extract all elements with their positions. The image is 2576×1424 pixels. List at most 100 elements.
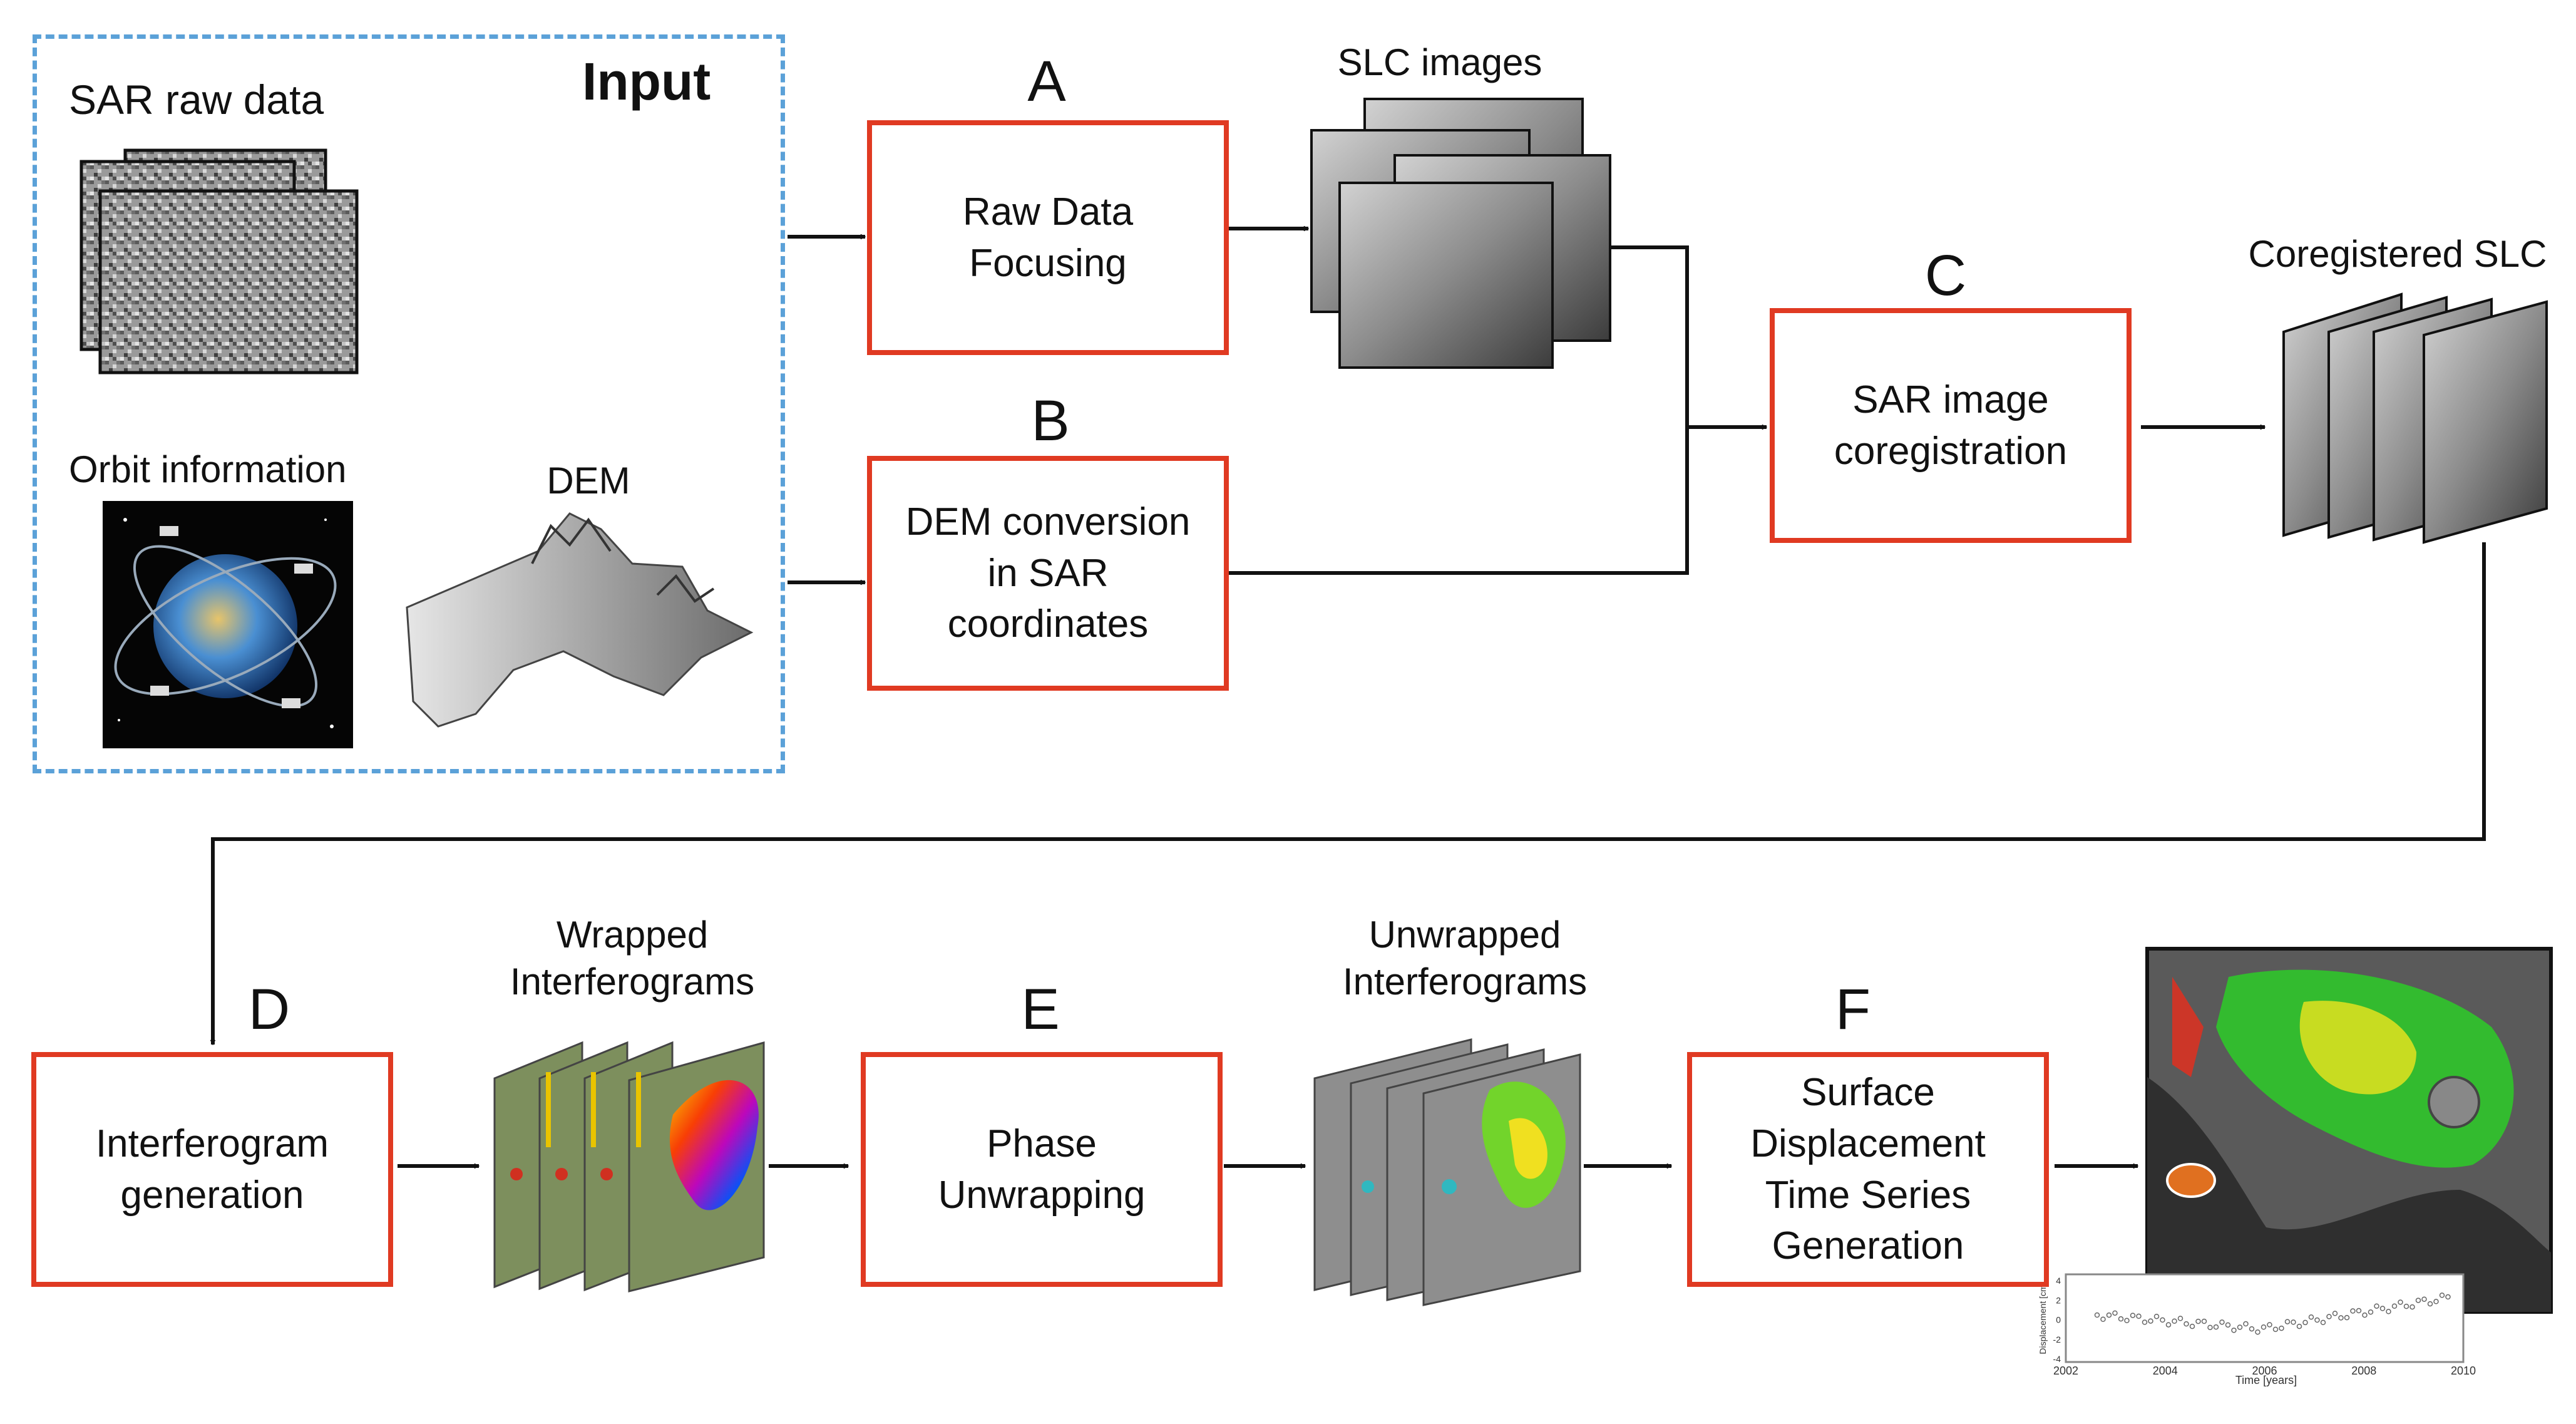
step-box-dem-conversion: DEM conversion in SAR coordinates bbox=[867, 456, 1229, 691]
unwrapped-interferograms-stack bbox=[1313, 1038, 1581, 1306]
timeseries-point bbox=[2320, 1319, 2326, 1326]
timeseries-point bbox=[2427, 1301, 2433, 1307]
timeseries-point bbox=[2142, 1319, 2148, 1325]
timeseries-point bbox=[2403, 1303, 2409, 1309]
step-box-interferogram-generation: Interferogram generation bbox=[31, 1052, 393, 1287]
timeseries-point bbox=[2255, 1329, 2260, 1335]
timeseries-point bbox=[2386, 1309, 2391, 1314]
timeseries-point bbox=[2284, 1319, 2291, 1324]
timeseries-point bbox=[2124, 1318, 2130, 1324]
timeseries-point bbox=[2409, 1304, 2415, 1310]
unwrapped-interferograms-label: Unwrapped Interferograms bbox=[1342, 914, 1588, 1003]
sar-raw-data-stack bbox=[80, 148, 359, 374]
timeseries-point bbox=[2136, 1313, 2142, 1319]
step-box-surface-displacement: Surface Displacement Time Series Generat… bbox=[1687, 1052, 2049, 1287]
timeseries-point bbox=[2445, 1294, 2451, 1300]
timeseries-point bbox=[2291, 1319, 2296, 1325]
wrapped-interferograms-label: Wrapped Interferograms bbox=[510, 914, 755, 1003]
timeseries-point bbox=[2237, 1324, 2243, 1330]
timeseries-point bbox=[2177, 1316, 2183, 1321]
orbit-image bbox=[103, 501, 353, 748]
timeseries-point bbox=[2118, 1316, 2124, 1322]
timeseries-point bbox=[2207, 1324, 2213, 1331]
timeseries-point bbox=[2302, 1319, 2308, 1326]
timeseries-point bbox=[2368, 1309, 2374, 1315]
timeseries-point bbox=[2356, 1308, 2362, 1314]
timeseries-point bbox=[2308, 1314, 2314, 1320]
sar-raw-data-label: SAR raw data bbox=[69, 76, 324, 123]
timeseries-point bbox=[2148, 1318, 2153, 1324]
timeseries-point bbox=[2379, 1306, 2386, 1311]
timeseries-xtick-label: 2002 bbox=[2053, 1365, 2078, 1377]
timeseries-ytick-label: 0 bbox=[2056, 1315, 2061, 1325]
input-frame bbox=[33, 34, 785, 773]
timeseries-point bbox=[2130, 1313, 2136, 1318]
timeseries-point bbox=[2183, 1321, 2189, 1327]
step-letter-b: B bbox=[1031, 389, 1070, 453]
timeseries-xtick-label: 2006 bbox=[2252, 1365, 2277, 1377]
timeseries-xticks: 2002 2004 2006 2008 2010 bbox=[2053, 1365, 2476, 1377]
timeseries-point bbox=[2260, 1324, 2267, 1330]
dem-label: DEM bbox=[547, 460, 630, 502]
timeseries-point bbox=[2219, 1319, 2225, 1325]
timeseries-point bbox=[2094, 1312, 2100, 1318]
timeseries-point bbox=[2314, 1317, 2320, 1323]
timeseries-point bbox=[2225, 1322, 2231, 1328]
step-letter-f: F bbox=[1835, 978, 1871, 1041]
displacement-map-image bbox=[2145, 947, 2553, 1314]
timeseries-point bbox=[2398, 1299, 2403, 1305]
timeseries-xlabel: Time [years] bbox=[2235, 1374, 2297, 1386]
wrapped-interferograms-stack bbox=[493, 1041, 765, 1292]
timeseries-points bbox=[2094, 1292, 2451, 1335]
timeseries-point bbox=[2165, 1322, 2172, 1328]
timeseries-point bbox=[2296, 1323, 2302, 1329]
timeseries-point bbox=[2332, 1311, 2338, 1316]
timeseries-point bbox=[2160, 1317, 2165, 1323]
timeseries-point bbox=[2374, 1303, 2379, 1309]
timeseries-point bbox=[2100, 1316, 2106, 1322]
timeseries-point bbox=[2267, 1322, 2272, 1328]
timeseries-yticks: 420-2-4 bbox=[2053, 1276, 2061, 1364]
timeseries-point bbox=[2338, 1315, 2344, 1321]
timeseries-point bbox=[2433, 1299, 2439, 1304]
timeseries-point bbox=[2362, 1312, 2368, 1318]
timeseries-xtick-label: 2004 bbox=[2153, 1365, 2178, 1377]
timeseries-point bbox=[2279, 1325, 2284, 1331]
timeseries-point bbox=[2421, 1296, 2427, 1302]
timeseries-xtick-label: 2008 bbox=[2351, 1365, 2376, 1377]
arrow-coregistered-to-d bbox=[213, 542, 2486, 1045]
timeseries-ytick-label: -2 bbox=[2053, 1334, 2061, 1344]
timeseries-point bbox=[2153, 1313, 2160, 1319]
timeseries-point bbox=[2249, 1326, 2255, 1332]
connector-slc-to-junction bbox=[1610, 245, 1689, 427]
slc-images-label: SLC images bbox=[1337, 41, 1542, 83]
coregistered-slc-stack bbox=[2282, 292, 2548, 544]
timeseries-ytick-label: -4 bbox=[2053, 1354, 2061, 1364]
timeseries-point bbox=[2344, 1314, 2350, 1321]
timeseries-point bbox=[2326, 1314, 2332, 1319]
connector-b-to-junction bbox=[1227, 427, 1689, 575]
timeseries-point bbox=[2439, 1292, 2445, 1298]
timeseries-point bbox=[2201, 1318, 2207, 1324]
timeseries-point bbox=[2391, 1303, 2398, 1309]
timeseries-ytick-label: 2 bbox=[2056, 1295, 2061, 1305]
step-box-phase-unwrapping: Phase Unwrapping bbox=[861, 1052, 1223, 1287]
connectors bbox=[213, 229, 2486, 1166]
timeseries-point bbox=[2243, 1321, 2249, 1327]
step-letter-a: A bbox=[1027, 49, 1066, 113]
timeseries-point bbox=[2106, 1312, 2112, 1318]
timeseries-point bbox=[2195, 1318, 2201, 1324]
slc-images-stack bbox=[1310, 98, 1611, 369]
step-letter-e: E bbox=[1021, 978, 1060, 1041]
step-letter-c: C bbox=[1924, 244, 1967, 307]
step-box-raw-data-focusing: Raw Data Focusing bbox=[867, 120, 1229, 355]
timeseries-xtick-label: 2010 bbox=[2451, 1365, 2476, 1377]
step-letter-d: D bbox=[248, 978, 290, 1041]
timeseries-point bbox=[2112, 1310, 2118, 1316]
coregistered-slc-label: Coregistered SLC bbox=[2248, 233, 2547, 275]
timeseries-point bbox=[2231, 1328, 2237, 1333]
timeseries-point bbox=[2350, 1308, 2356, 1314]
input-title: Input bbox=[582, 52, 711, 111]
